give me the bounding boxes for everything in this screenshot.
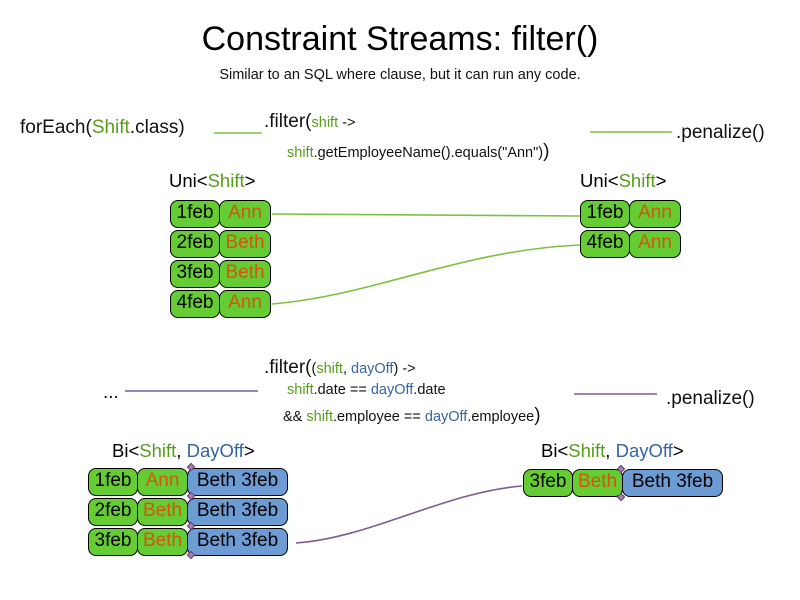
bi-right-label: Bi<Shift, DayOff> bbox=[541, 440, 684, 462]
label-dayoff: DayOff bbox=[186, 440, 244, 461]
body-param: shift bbox=[287, 145, 314, 161]
label-comma: , bbox=[176, 440, 187, 461]
param-shift: shift bbox=[316, 361, 343, 377]
body-close-paren: ) bbox=[543, 141, 550, 162]
bi-penalize: .penalize() bbox=[666, 388, 755, 409]
page-title: Constraint Streams: filter() bbox=[201, 20, 599, 58]
shift-date-cell: 4feb bbox=[170, 290, 220, 318]
shift-employee-cell: Ann bbox=[219, 290, 271, 318]
label-shift: Shift bbox=[568, 440, 606, 461]
cond1-mid: .date == bbox=[313, 382, 371, 398]
shift-date-cell: 3feb bbox=[523, 469, 573, 497]
label-pre: Uni< bbox=[169, 170, 208, 191]
shift-date-cell: 1feb bbox=[88, 468, 138, 496]
bi-filter-signature: .filter((shift, dayOff) -> bbox=[264, 357, 416, 379]
dayoff-cell: Beth 3feb bbox=[622, 469, 723, 497]
uni-filter-body: shift.getEmployeeName().equals("Ann")) bbox=[287, 141, 549, 163]
label-dayoff: DayOff bbox=[615, 440, 673, 461]
uni-penalize: .penalize() bbox=[676, 122, 765, 143]
shift-date-cell: 3feb bbox=[88, 528, 138, 556]
foreach-expression: forEach(Shift.class) bbox=[20, 117, 185, 139]
shift-employee-cell: Ann bbox=[219, 200, 271, 228]
label-post: > bbox=[243, 440, 255, 461]
bi-left-label: Bi<Shift, DayOff> bbox=[112, 440, 255, 462]
shift-employee-cell: Beth bbox=[137, 498, 188, 526]
cond2-and: && bbox=[283, 409, 307, 425]
stream-ellipsis: ... bbox=[103, 382, 119, 403]
shift-employee-cell: Ann bbox=[137, 468, 188, 496]
cond1-end: .date bbox=[413, 382, 446, 398]
foreach-class: Shift bbox=[91, 117, 130, 138]
dayoff-cell: Beth 3feb bbox=[187, 468, 288, 496]
connector-uni-row-4feb bbox=[271, 244, 581, 305]
label-pre: Bi< bbox=[112, 440, 140, 461]
dayoff-cell: Beth 3feb bbox=[187, 528, 288, 556]
filter-close-paren: ) bbox=[534, 405, 541, 426]
cond1-shift: shift bbox=[287, 382, 314, 398]
label-pre: Uni< bbox=[580, 170, 619, 191]
shift-employee-cell: Beth bbox=[572, 469, 623, 497]
bi-filter-cond2: && shift.employee == dayOff.employee) bbox=[283, 405, 541, 427]
filter-arrow: -> bbox=[398, 361, 416, 377]
label-pre: Bi< bbox=[541, 440, 569, 461]
uni-filter-signature: .filter(shift -> bbox=[264, 111, 355, 133]
shift-date-cell: 2feb bbox=[88, 498, 138, 526]
cond1-dayoff: dayOff bbox=[370, 382, 414, 398]
label-type: Shift bbox=[618, 170, 656, 191]
params-close: ) bbox=[393, 361, 399, 377]
params-comma: , bbox=[342, 361, 351, 377]
connector-uni-row-1feb bbox=[271, 213, 581, 217]
uni-left-label: Uni<Shift> bbox=[169, 170, 255, 192]
param-dayoff: dayOff bbox=[351, 361, 394, 377]
cond2-mid: .employee == bbox=[332, 409, 425, 425]
filter-method: .filter( bbox=[264, 357, 312, 378]
shift-date-cell: 3feb bbox=[170, 260, 220, 288]
shift-employee-cell: Beth bbox=[219, 260, 271, 288]
cond2-dayoff: dayOff bbox=[424, 409, 468, 425]
filter-method: .filter( bbox=[264, 111, 312, 132]
label-post: > bbox=[655, 170, 667, 191]
body-rest: .getEmployeeName().equals("Ann") bbox=[313, 145, 544, 161]
filter-param: shift bbox=[311, 115, 339, 131]
cond2-end: .employee bbox=[467, 409, 535, 425]
label-shift: Shift bbox=[139, 440, 177, 461]
page-subtitle: Similar to an SQL where clause, but it c… bbox=[219, 67, 581, 83]
shift-date-cell: 1feb bbox=[580, 200, 630, 228]
dayoff-cell: Beth 3feb bbox=[187, 498, 288, 526]
connector-bi-row-3feb bbox=[295, 485, 523, 544]
label-type: Shift bbox=[207, 170, 245, 191]
label-comma: , bbox=[605, 440, 616, 461]
foreach-post: .class) bbox=[129, 117, 185, 138]
shift-employee-cell: Ann bbox=[629, 200, 681, 228]
shift-employee-cell: Ann bbox=[629, 230, 681, 258]
shift-date-cell: 1feb bbox=[170, 200, 220, 228]
bi-filter-cond1: shift.date == dayOff.date bbox=[287, 382, 446, 398]
shift-date-cell: 4feb bbox=[580, 230, 630, 258]
shift-employee-cell: Beth bbox=[219, 230, 271, 258]
foreach-pre: forEach( bbox=[20, 117, 92, 138]
filter-arrow: -> bbox=[338, 115, 356, 131]
cond2-shift: shift bbox=[306, 409, 333, 425]
shift-date-cell: 2feb bbox=[170, 230, 220, 258]
shift-employee-cell: Beth bbox=[137, 528, 188, 556]
label-post: > bbox=[244, 170, 256, 191]
label-post: > bbox=[672, 440, 684, 461]
uni-right-label: Uni<Shift> bbox=[580, 170, 666, 192]
params-open: ( bbox=[311, 361, 317, 377]
